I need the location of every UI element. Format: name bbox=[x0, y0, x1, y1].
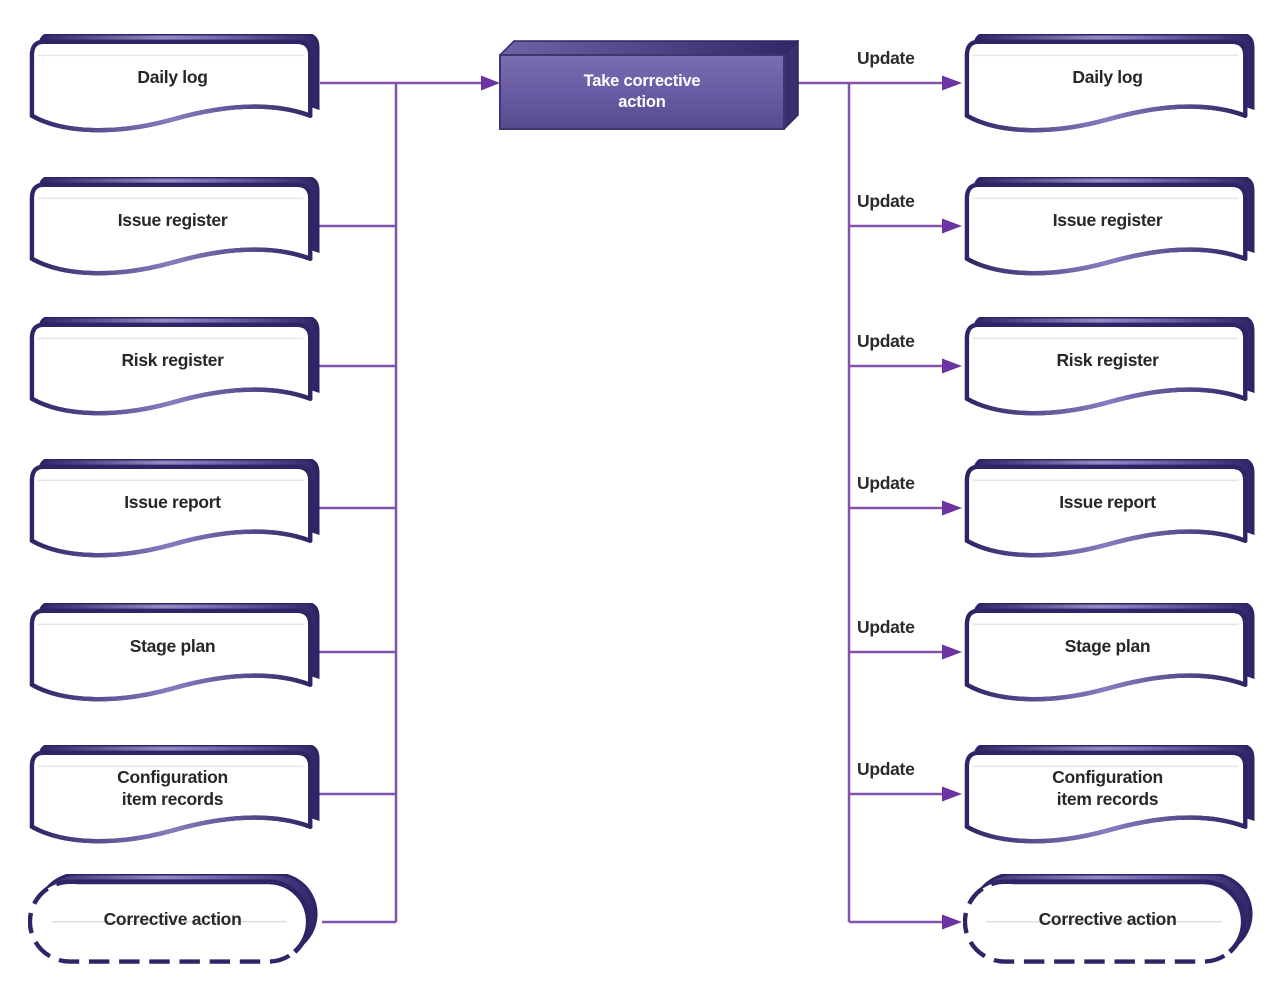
arrow-label-update: Update bbox=[857, 759, 915, 779]
arrow-label-update: Update bbox=[857, 473, 915, 493]
input-stage-plan: Stage plan bbox=[28, 603, 320, 712]
input-configuration-item-records: Configuration item records bbox=[28, 745, 320, 854]
shape-label: Risk register bbox=[121, 349, 224, 370]
shape-label: Issue report bbox=[124, 491, 221, 512]
shape-label: Daily log bbox=[1072, 66, 1143, 87]
arrow-label-update: Update bbox=[857, 48, 915, 68]
output-risk-register: Risk register bbox=[963, 317, 1255, 426]
arrow-label-update: Update bbox=[857, 191, 915, 211]
arrowhead-icon bbox=[942, 500, 962, 516]
shape-label: Corrective action bbox=[103, 909, 242, 930]
input-risk-register: Risk register bbox=[28, 317, 320, 426]
output-issue-report: Issue report bbox=[963, 459, 1255, 568]
input-daily-log: Daily log bbox=[28, 34, 320, 143]
shape-label: Issue report bbox=[1059, 491, 1156, 512]
process-box-take-corrective-action: Take corrective action bbox=[499, 40, 799, 130]
input-corrective-action: Corrective action bbox=[28, 874, 320, 967]
shape-label: Stage plan bbox=[1064, 635, 1151, 656]
input-issue-register: Issue register bbox=[28, 177, 320, 286]
shape-label: Issue register bbox=[117, 209, 228, 230]
shape-label: Risk register bbox=[1056, 349, 1159, 370]
arrowhead-into-process bbox=[481, 75, 500, 91]
arrowheads bbox=[481, 75, 962, 930]
shape-label: Issue register bbox=[1052, 209, 1163, 230]
arrowhead-icon bbox=[942, 786, 962, 802]
connector-lines bbox=[318, 81, 943, 924]
output-stage-plan: Stage plan bbox=[963, 603, 1255, 712]
shape-label: Configuration item records bbox=[117, 767, 228, 809]
arrowhead-icon bbox=[942, 644, 962, 660]
shape-label: Corrective action bbox=[1038, 909, 1177, 930]
output-configuration-item-records: Configuration item records bbox=[963, 745, 1255, 854]
output-daily-log: Daily log bbox=[963, 34, 1255, 143]
arrow-label-update: Update bbox=[857, 617, 915, 637]
arrowhead-icon bbox=[942, 75, 962, 91]
output-issue-register: Issue register bbox=[963, 177, 1255, 286]
arrowhead-icon bbox=[942, 358, 962, 374]
shape-label: Stage plan bbox=[129, 635, 216, 656]
process-box-label: Take corrective action bbox=[583, 72, 701, 111]
shape-label: Daily log bbox=[137, 66, 208, 87]
arrow-label-update: Update bbox=[857, 331, 915, 351]
shape-label: Configuration item records bbox=[1052, 767, 1163, 809]
arrowhead-icon bbox=[942, 218, 962, 234]
arrowhead-icon bbox=[942, 914, 962, 930]
input-issue-report: Issue report bbox=[28, 459, 320, 568]
output-corrective-action: Corrective action bbox=[963, 874, 1255, 967]
